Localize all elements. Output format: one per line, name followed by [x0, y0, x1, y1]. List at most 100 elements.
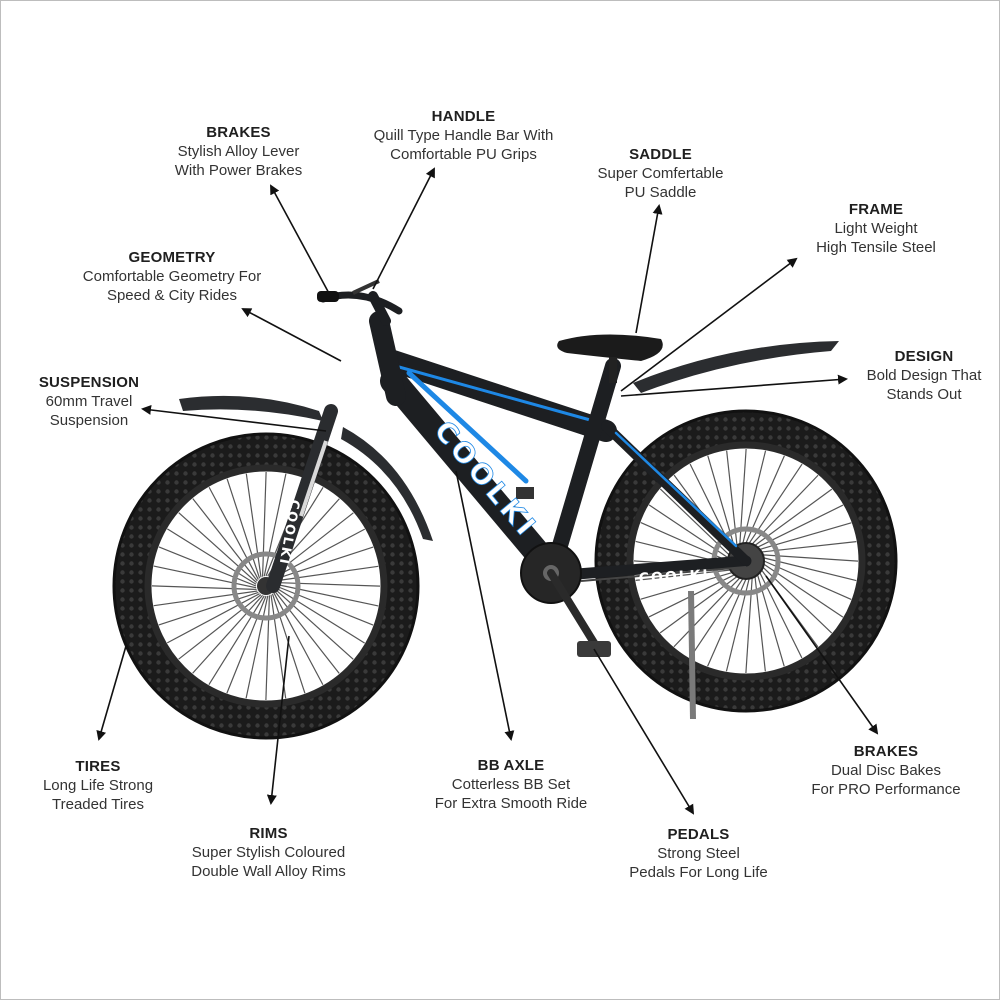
callout-line: Treaded Tires — [52, 796, 144, 813]
spoke — [208, 595, 265, 685]
callout-title: BRAKES — [853, 743, 919, 760]
spoke — [273, 592, 324, 686]
seat-stay — [601, 421, 751, 566]
chain — [580, 566, 747, 582]
spoke — [272, 528, 366, 579]
callout-geometry: GEOMETRY Comfortable Geometry For Speed … — [57, 248, 287, 305]
spoke — [275, 585, 374, 626]
callout-line: Cotterless BB Set — [451, 776, 571, 793]
spoke — [158, 546, 257, 587]
spoke — [263, 473, 287, 577]
callout-title: GEOMETRY — [128, 249, 216, 266]
spoke — [166, 593, 260, 644]
callout-line: Comfortable Geometry For — [82, 268, 262, 285]
spoke — [208, 486, 259, 580]
callout-line: Light Weight — [834, 220, 918, 237]
callout-line: Long Life Strong — [42, 777, 154, 794]
callout-tires: TIRES Long Life Strong Treaded Tires — [23, 757, 173, 814]
callout-title: PEDALS — [667, 826, 730, 843]
seat-tube — [543, 358, 621, 584]
arrow-tires — [96, 645, 127, 741]
spoke — [167, 528, 257, 585]
callout-line: Quill Type Handle Bar With — [373, 127, 554, 144]
callout-suspension: SUSPENSION 60mm Travel Suspension — [19, 373, 159, 430]
down-tube-stripe — [406, 370, 529, 484]
fork-stanchion — [299, 440, 328, 517]
callout-saddle: SADDLE Super Comfertable PU Saddle — [573, 145, 748, 202]
callout-title: TIRES — [75, 758, 121, 775]
callout-line: 60mm Travel — [45, 393, 133, 410]
callout-title: DESIGN — [894, 348, 954, 365]
callout-line: Stylish Alloy Lever — [177, 143, 300, 160]
arrow-bb-axle — [455, 470, 515, 741]
callout-line: Pedals For Long Life — [629, 864, 768, 881]
callout-line: Double Wall Alloy Rims — [191, 863, 346, 880]
spoke — [153, 590, 258, 607]
spoke — [275, 587, 365, 644]
arrow-frame — [620, 257, 798, 392]
callout-title: HANDLE — [431, 108, 496, 125]
spoke — [275, 583, 379, 607]
spoke — [273, 546, 374, 581]
top-tube-stripe — [397, 365, 603, 425]
callout-line: Bold Design That — [866, 367, 982, 384]
spoke — [274, 588, 354, 660]
spoke — [245, 595, 269, 699]
callout-title: FRAME — [848, 201, 904, 218]
front-mudguard-rear — [341, 427, 433, 541]
callout-line: With Power Brakes — [174, 162, 303, 179]
callout-line: Strong Steel — [657, 845, 740, 862]
head-tube — [369, 311, 406, 406]
callout-design: DESIGN Bold Design That Stands Out — [849, 347, 999, 404]
brake-lever — [352, 279, 380, 295]
arrow-pedals — [593, 648, 695, 815]
callout-brakes-bottom: BRAKES Dual Disc Bakes For PRO Performan… — [781, 742, 991, 799]
spoke — [274, 590, 340, 674]
callout-frame: FRAME Light Weight High Tensile Steel — [796, 200, 956, 257]
arrow-suspension — [141, 404, 327, 432]
callout-line: Comfortable PU Grips — [390, 146, 537, 163]
arrow-design — [620, 374, 848, 397]
arrow-saddle — [635, 204, 663, 334]
crank-arm — [547, 569, 600, 650]
arrow-handle — [372, 167, 435, 290]
spoke — [265, 595, 271, 701]
front-disc-rotor — [231, 551, 301, 621]
suspension-fork — [266, 404, 338, 593]
kickstand — [688, 590, 696, 720]
spoke — [192, 594, 264, 674]
rear-mudguard — [633, 341, 839, 393]
arrow-geometry — [241, 308, 342, 362]
front-mudguard-top — [179, 395, 323, 421]
chain-stay-brand: COOLKI — [638, 567, 710, 587]
callout-line: High Tensile Steel — [816, 239, 936, 256]
callout-line: Dual Disc Bakes — [830, 762, 942, 779]
frame — [369, 311, 752, 584]
callout-arrows — [96, 167, 879, 815]
callout-brakes-top: BRAKES Stylish Alloy Lever With Power Br… — [141, 123, 336, 180]
callout-pedals: PEDALS Strong Steel Pedals For Long Life — [601, 825, 796, 882]
callout-line: PU Saddle — [624, 184, 697, 201]
callout-line: For Extra Smooth Ride — [434, 795, 588, 812]
left-grip — [317, 291, 339, 302]
callout-title: SADDLE — [629, 146, 692, 163]
front-spokes — [151, 471, 381, 701]
spoke — [192, 498, 258, 582]
callout-rims: RIMS Super Stylish Coloured Double Wall … — [161, 824, 376, 881]
spoke — [151, 585, 257, 591]
spoke — [261, 471, 267, 577]
spoke — [158, 591, 259, 626]
spoke — [178, 512, 258, 584]
spoke — [245, 473, 262, 578]
spoke — [226, 595, 267, 694]
callout-line: Super Stylish Coloured — [191, 844, 346, 861]
arrow-brakes-bottom — [765, 575, 879, 735]
spoke — [275, 581, 381, 587]
callout-line: Stands Out — [886, 386, 962, 403]
spoke — [226, 478, 261, 579]
callout-handle: HANDLE Quill Type Handle Bar With Comfor… — [341, 107, 586, 164]
seat-stay-stripe — [614, 431, 738, 548]
callout-title: BRAKES — [206, 124, 271, 141]
callout-title: BB AXLE — [477, 757, 545, 774]
